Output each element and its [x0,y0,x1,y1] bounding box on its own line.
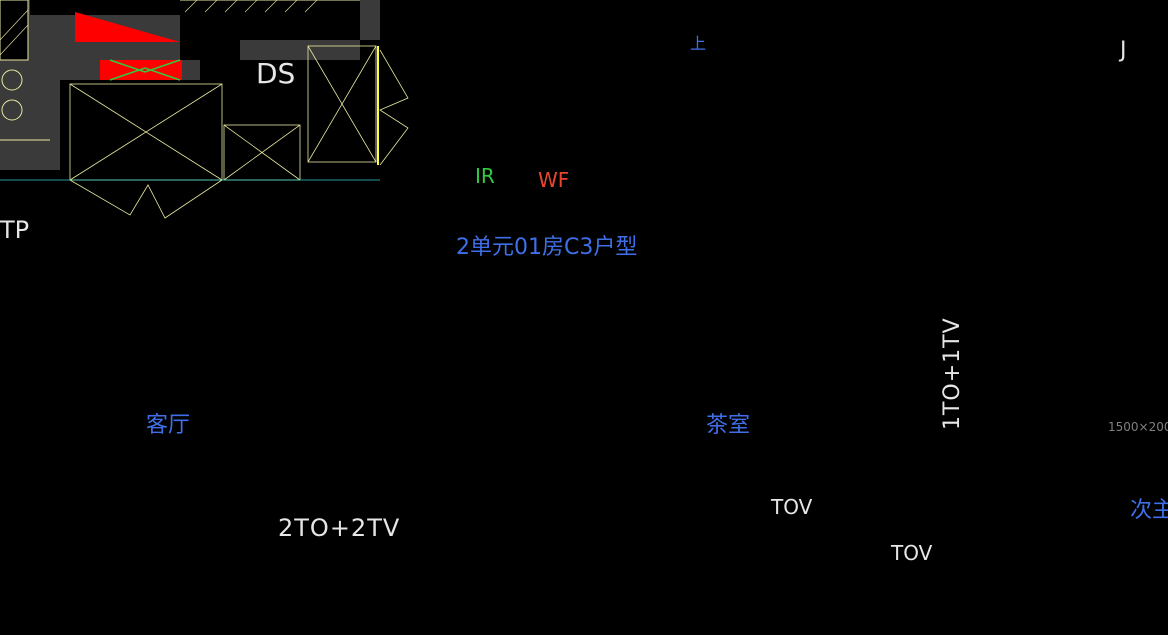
room-label-bedroom: 次主 [1130,498,1168,523]
unit-title: 2单元01房C3户型 [456,235,638,260]
kitchen-wall-block [0,0,380,170]
tov-label-right: TOV [891,541,933,565]
folding-door [69,49,409,219]
room-label-tea: 茶室 [706,413,751,438]
socket-label-tea-vertical: 1TO+1TV [940,317,965,430]
room-label-living: 客厅 [146,413,191,438]
tov-label-left: TOV [771,495,813,519]
socket-label-living: 2TO+2TV [278,514,401,542]
red-window-marks [75,12,182,81]
label-wf: WF [538,168,570,192]
dimension-text: 1500×200 [1108,420,1168,434]
kitchen-cabinets [0,45,380,181]
label-ir: IR [475,164,495,188]
label-j: J [1120,38,1127,63]
label-up: 上 [690,34,707,53]
label-tp: TP [0,216,30,244]
label-ds: DS [256,57,296,90]
